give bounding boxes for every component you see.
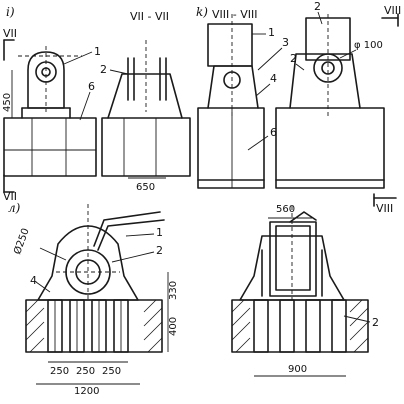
view-k-right-column (275, 107, 385, 189)
section-vii-callout-2: 2 (100, 63, 107, 76)
view-br-section-label: VIII (376, 202, 393, 215)
view-br-bolts (253, 299, 347, 353)
callout-6: 6 (88, 80, 95, 93)
view-l-dim-250-a: 250 (50, 366, 69, 377)
view-br-strut (289, 211, 317, 223)
leader-6 (79, 91, 91, 121)
view-k-callout-2a: 2 (314, 0, 321, 13)
view-l-dim-330: 330 (168, 281, 179, 300)
view-i: i) VII VII 1 6 450 (2, 5, 101, 203)
foundation-block (25, 299, 163, 353)
anchor-bolts (47, 299, 129, 353)
view-i-letter: i) (6, 5, 15, 19)
view-k-diameter: φ 100 (354, 40, 383, 51)
view-i-section-top: VII (3, 27, 17, 40)
view-br-bracket (239, 235, 345, 301)
leader (257, 47, 283, 71)
view-k: k) VIII - VIII VIII 2 1 3 2 4 6 (196, 0, 401, 189)
dim-650: 650 (136, 182, 155, 193)
view-l-letter: л) (8, 201, 21, 215)
view-br-callout-2: 2 (372, 316, 379, 329)
view-br-foundation (231, 299, 369, 353)
view-k-callout-1: 1 (268, 26, 275, 39)
leader (339, 49, 357, 59)
leader-1 (63, 51, 93, 65)
view-k-section-title: VIII - VIII (212, 8, 257, 21)
leader (255, 83, 271, 97)
leader (111, 251, 155, 263)
leader (35, 281, 51, 293)
leader (39, 247, 67, 261)
view-br-hatch (231, 299, 369, 353)
view-k-callout-2b: 2 (290, 52, 297, 65)
bracket-pin-outer (35, 61, 57, 83)
view-br-dim-560: 560 (276, 204, 295, 215)
view-l-callout-4: 4 (30, 274, 37, 287)
view-l-dim-400: 400 (168, 317, 179, 336)
view-l-strut (93, 211, 161, 247)
view-l-total-width: 1200 (74, 386, 99, 397)
callout-1: 1 (94, 45, 101, 58)
leader (317, 11, 323, 25)
leader (295, 63, 305, 71)
column-body (3, 117, 97, 177)
view-l-dim-250-b: 250 (76, 366, 95, 377)
leader (247, 135, 269, 151)
view-k-left-column (197, 107, 265, 189)
section-vii-bracket (107, 73, 183, 119)
section-vii-title: VII - VII (130, 10, 169, 23)
view-br-inner-slot (275, 225, 311, 291)
view-k-callout-4: 4 (270, 72, 277, 85)
view-l-callout-1: 1 (156, 226, 163, 239)
view-k-right-pin-outer (313, 53, 343, 83)
dim-450: 450 (2, 93, 13, 112)
leader (125, 233, 155, 237)
view-k-callout-6: 6 (270, 126, 277, 139)
view-l-dim-250-c: 250 (102, 366, 121, 377)
view-l-callout-2: 2 (156, 244, 163, 257)
leader-2 (109, 69, 129, 75)
view-l: л) (8, 201, 179, 397)
view-br-inner-frame (269, 221, 317, 297)
foundation-hatch (25, 299, 163, 353)
section-vii-body (101, 117, 191, 177)
view-i-section-bottom: VII (3, 190, 17, 203)
view-l-diameter: Ø250 (11, 227, 32, 256)
view-k-section-label: VIII (384, 4, 401, 17)
leader (343, 315, 371, 323)
section-vii: VII - VII 2 650 (100, 10, 191, 193)
view-k-left-block (207, 23, 253, 67)
view-br-dim-900: 900 (288, 364, 307, 375)
view-bottom-right: VIII 560 2 (231, 193, 397, 377)
view-l-strut (97, 219, 165, 251)
view-k-letter: k) (196, 5, 208, 19)
bracket-plate (27, 51, 65, 109)
view-k-callout-3: 3 (282, 36, 289, 49)
